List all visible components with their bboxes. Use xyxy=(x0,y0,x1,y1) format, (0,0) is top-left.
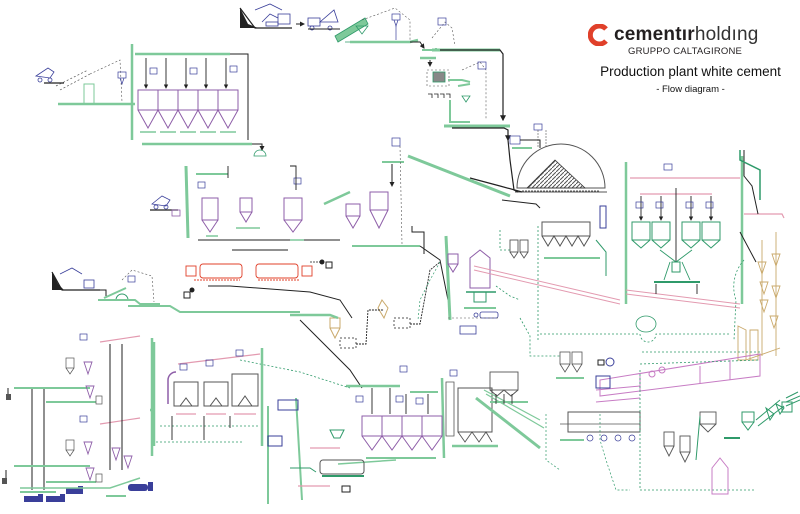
rotary-kiln xyxy=(540,315,761,403)
cyclone-icon xyxy=(329,299,389,340)
brand-block: cementırholdıng GRUPPO CALTAGIRONE Produ… xyxy=(588,18,798,108)
ball-mill-icon xyxy=(185,263,313,281)
vertical-mill-icon xyxy=(711,457,729,495)
raw-material-silos xyxy=(130,44,267,157)
dump-truck-icon xyxy=(307,9,339,31)
wheel-loader-icon xyxy=(34,67,55,83)
packing-dispatch xyxy=(2,333,154,502)
cement-mill-bottom xyxy=(239,359,365,504)
clinker-storage-center xyxy=(445,371,545,450)
page-title: Production plant white cement xyxy=(600,64,781,79)
clinker-cooler xyxy=(556,351,641,442)
company-name-light: holdıng xyxy=(694,24,759,45)
quarry-top xyxy=(239,3,425,49)
cementir-logo-icon xyxy=(588,24,608,46)
storage-dome xyxy=(469,123,607,193)
cement-silos-center xyxy=(337,365,458,465)
baghouse-filter xyxy=(473,205,621,340)
additive-feed-left xyxy=(34,59,135,106)
motor-icon xyxy=(473,311,499,319)
raw-crushing-line xyxy=(420,17,511,142)
cement-silos-left xyxy=(152,342,264,446)
company-name: cementırholdıng xyxy=(614,24,759,46)
raw-mill-feed xyxy=(150,165,353,319)
vertical-raw-mill xyxy=(444,235,521,335)
quarry-additive xyxy=(51,267,300,313)
coal-mill xyxy=(639,370,800,495)
loader-icon xyxy=(151,195,171,210)
clinker-silos xyxy=(624,156,744,309)
connecting-lines xyxy=(411,150,761,491)
page-subtitle: - Flow diagram - xyxy=(656,84,725,95)
coal-stockpile-icon xyxy=(785,391,800,407)
company-group: GRUPPO CALTAGIRONE xyxy=(628,46,743,57)
crusher-icon xyxy=(334,17,380,43)
truck-icon xyxy=(24,482,153,502)
excavator-icon xyxy=(254,3,291,27)
center-separators xyxy=(290,137,511,389)
company-name-bold: cementır xyxy=(614,24,695,45)
filter-icon xyxy=(391,13,401,40)
preheater-tower xyxy=(733,150,785,361)
